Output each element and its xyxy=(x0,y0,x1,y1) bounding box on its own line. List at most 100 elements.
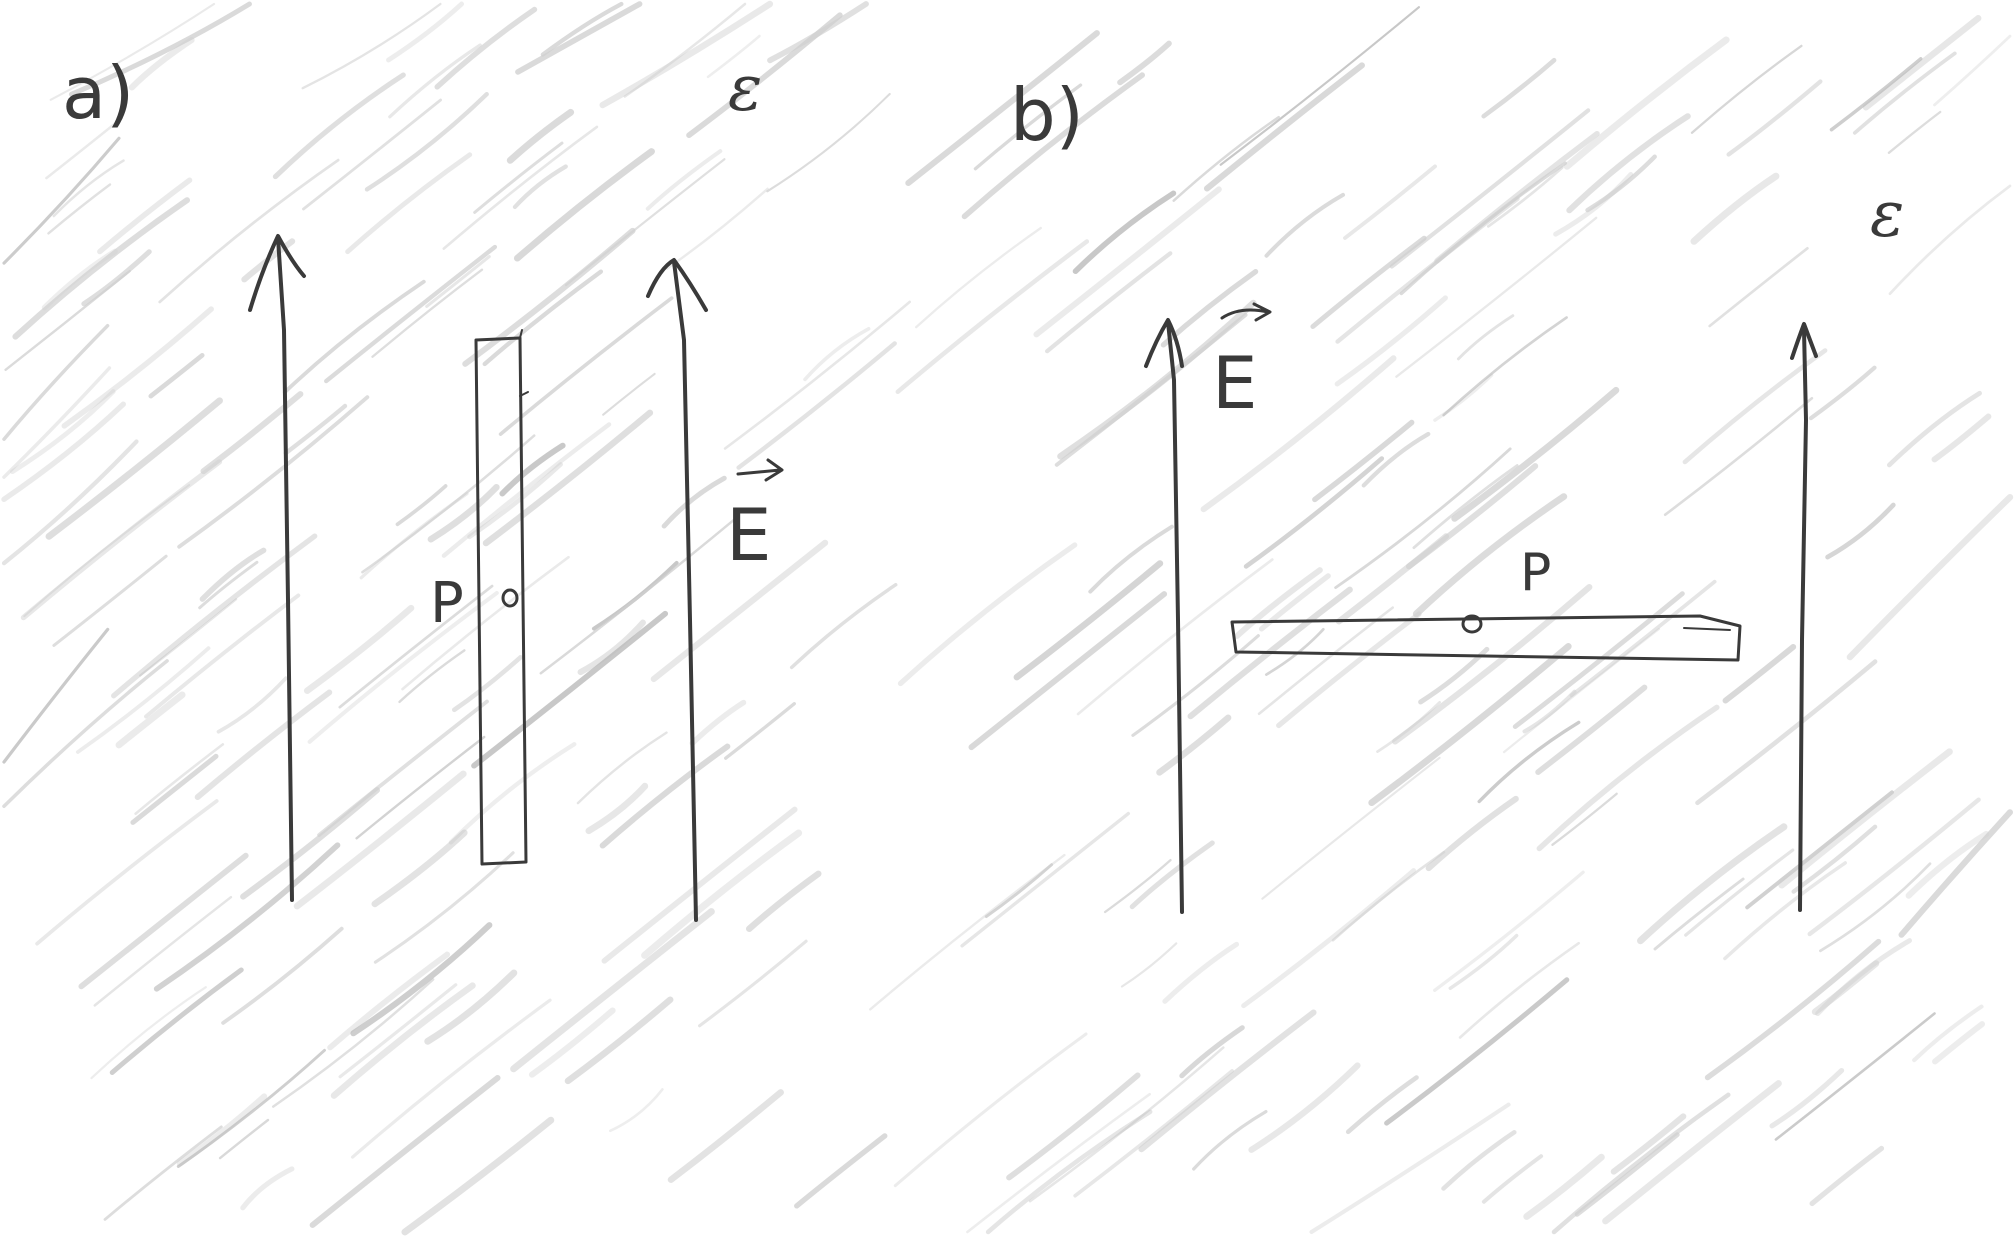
hatch-stroke xyxy=(1309,1102,1511,1234)
hatch-stroke xyxy=(1013,560,1164,681)
hatch-stroke xyxy=(401,555,570,691)
hatch-stroke xyxy=(78,852,249,990)
hatch-stroke xyxy=(1486,166,1564,228)
hatch-stroke xyxy=(513,148,655,262)
hatch-stroke xyxy=(271,978,435,1108)
hatch-stroke xyxy=(452,655,523,713)
hatch-stroke xyxy=(128,37,195,91)
hatch-stroke xyxy=(434,6,538,90)
hatch-stroke xyxy=(1574,1132,1680,1217)
hatch-stroke xyxy=(103,1125,223,1221)
panel-b-epsilon-label: ε xyxy=(1870,178,1904,252)
hatch-stroke xyxy=(373,851,515,964)
hatch-stroke xyxy=(176,1093,268,1167)
hatch-stroke xyxy=(985,1109,1153,1235)
hatch-stroke xyxy=(345,152,473,255)
hatch-stroke xyxy=(1458,941,1580,1039)
hatch-stroke xyxy=(1162,941,1240,1004)
hatch-stroke xyxy=(510,908,715,1073)
vector-arrow-icon xyxy=(736,458,784,482)
hatch-stroke xyxy=(371,829,468,908)
hatch-stroke xyxy=(577,619,646,676)
hatch-stroke xyxy=(471,610,669,769)
panel-b-field-line-left xyxy=(1144,318,1184,914)
hatch-stroke xyxy=(1312,419,1415,503)
hatch-stroke xyxy=(303,604,415,694)
hatch-stroke xyxy=(1512,591,1685,729)
hatch-stroke xyxy=(1442,316,1568,417)
hatch-stroke xyxy=(283,403,348,456)
hatch-stroke xyxy=(240,1166,295,1211)
hatch-stroke xyxy=(1682,348,1828,465)
hatch-stroke xyxy=(1684,848,1795,937)
hatch-stroke xyxy=(1131,634,1260,737)
hatch-stroke xyxy=(302,98,442,211)
hatch-stroke xyxy=(564,996,674,1085)
hatch-stroke xyxy=(448,742,577,845)
hatch-stroke xyxy=(789,582,898,670)
hatch-stroke xyxy=(130,753,219,825)
hatch-stroke xyxy=(1690,172,1780,245)
hatch-stroke xyxy=(1103,858,1172,914)
hatch-stroke xyxy=(915,226,1042,329)
hatch-stroke xyxy=(960,811,1130,948)
hatch-stroke xyxy=(1406,463,1539,570)
hatch-stroke xyxy=(1819,862,1932,953)
hatch-stroke xyxy=(1441,1130,1517,1191)
hatch-stroke xyxy=(1602,1080,1782,1225)
hatch-stroke xyxy=(1825,502,1896,560)
hatch-stroke xyxy=(665,187,769,270)
hatch-stroke xyxy=(1502,627,1661,754)
hatch-stroke xyxy=(686,12,843,138)
hatch-stroke xyxy=(1690,44,1803,134)
hatch-stroke xyxy=(1745,790,1894,910)
hatch-stroke xyxy=(1931,413,1992,463)
hatch-stroke xyxy=(93,895,233,1007)
hatch-stroke xyxy=(361,434,536,574)
panel-a-point-p-marker xyxy=(501,588,519,608)
hatch-stroke xyxy=(1862,15,1982,111)
hatch-stroke xyxy=(324,244,498,384)
hatch-stroke xyxy=(2,627,110,764)
hatch-stroke xyxy=(1477,720,1581,804)
hatch-stroke xyxy=(473,141,564,214)
hatch-stroke xyxy=(45,397,223,540)
hatch-stroke xyxy=(2,366,112,479)
hatch-stroke xyxy=(388,43,482,119)
hatch-stroke xyxy=(338,584,494,709)
hatch-stroke xyxy=(905,30,1100,186)
hatch-stroke xyxy=(1663,396,1814,516)
hatch-stroke xyxy=(1536,704,1720,852)
hatch-stroke xyxy=(1258,573,1331,632)
hatch-stroke xyxy=(1905,830,1990,899)
hatch-stroke xyxy=(650,539,829,683)
hatch-stroke xyxy=(199,547,267,602)
hatch-stroke xyxy=(425,255,491,308)
hatch-stroke xyxy=(1203,62,1365,192)
panel-b: b) ε E xyxy=(1010,73,1904,914)
panel-a: a) ε E xyxy=(62,51,784,922)
hatch-stroke xyxy=(698,939,808,1028)
panel-b-thin-slab xyxy=(1230,614,1742,662)
hatch-stroke xyxy=(1384,977,1570,1126)
hatch-stroke xyxy=(1425,795,1519,872)
hatch-stroke xyxy=(35,799,219,946)
hatch-stroke xyxy=(371,268,484,358)
hatch-stroke xyxy=(176,1048,326,1168)
panel-b-point-p-group: P xyxy=(1461,543,1551,634)
hatch-stroke xyxy=(23,484,191,618)
hatch-stroke xyxy=(272,72,406,180)
hatch-stroke xyxy=(1219,6,1420,166)
hatch-stroke xyxy=(49,2,216,101)
hatch-stroke xyxy=(1028,1046,1225,1203)
hatch-stroke xyxy=(1769,1067,1845,1129)
hatch-stroke xyxy=(1243,456,1385,569)
hatch-stroke xyxy=(1933,34,2012,107)
hatch-stroke xyxy=(1412,464,1519,550)
hatch-stroke xyxy=(1791,824,1878,894)
panel-a-point-p-group: P xyxy=(430,571,519,636)
hatch-stroke xyxy=(1257,606,1394,716)
hatch-stroke xyxy=(1172,115,1280,202)
hatch-stroke xyxy=(240,787,380,900)
hatch-stroke xyxy=(76,646,211,754)
